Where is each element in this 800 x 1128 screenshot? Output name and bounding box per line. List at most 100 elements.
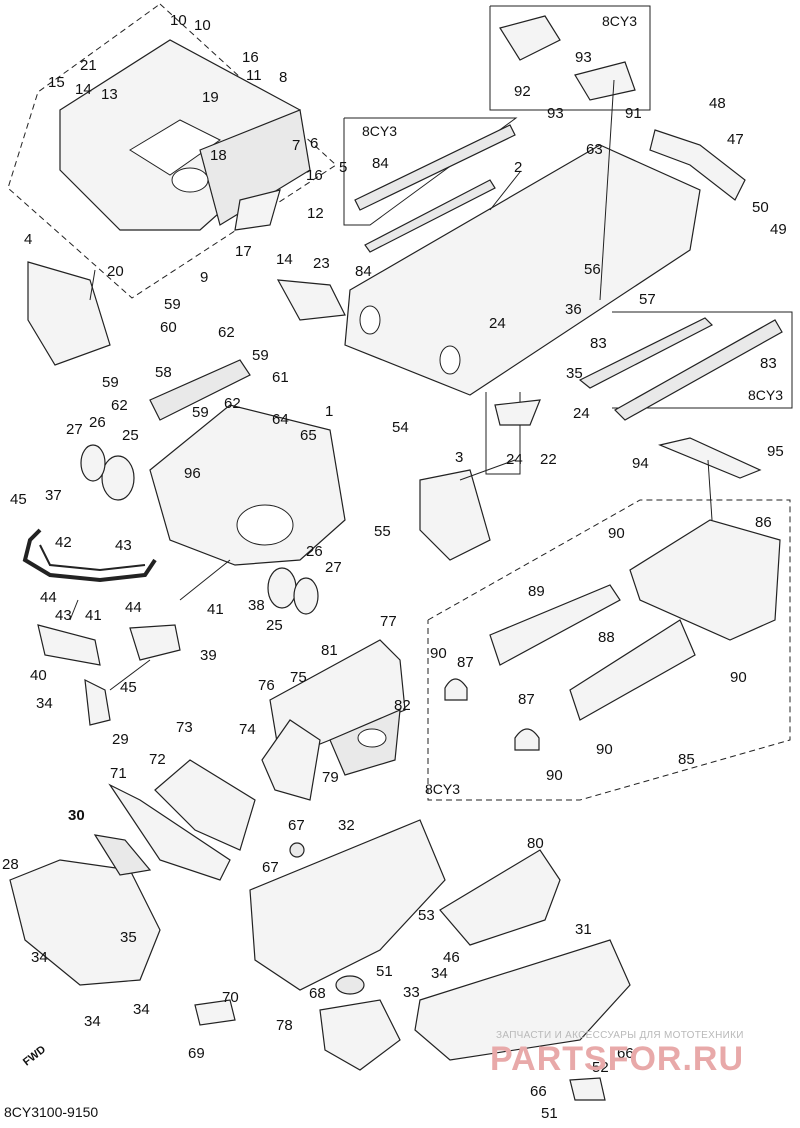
bracket-17 — [234, 189, 281, 231]
callout-62: 62 — [218, 324, 235, 341]
callout-24: 24 — [506, 451, 523, 468]
callout-36: 36 — [565, 301, 582, 318]
callout-94: 94 — [632, 455, 649, 472]
callout-37: 37 — [45, 487, 62, 504]
plate-86 — [629, 519, 781, 641]
bracket-89 — [489, 584, 621, 666]
callout-65: 65 — [300, 427, 317, 444]
callout-43: 43 — [55, 607, 72, 624]
box-variant-label: 8CY3 — [362, 123, 398, 139]
callout-14: 14 — [276, 251, 293, 268]
callout-41: 41 — [85, 607, 102, 624]
callout-52: 52 — [592, 1059, 609, 1076]
callout-57: 57 — [639, 291, 656, 308]
callout-78: 78 — [276, 1017, 293, 1034]
callout-11: 11 — [246, 67, 262, 84]
group-5-dashed-outline — [7, 3, 337, 299]
callout-90: 90 — [596, 741, 613, 758]
callout-26: 26 — [306, 543, 323, 560]
callout-13: 13 — [101, 86, 118, 103]
bracket-39 — [129, 624, 181, 661]
callout-66: 66 — [530, 1083, 547, 1100]
callout-81: 81 — [321, 642, 338, 659]
panel-71 — [108, 783, 231, 881]
boot-25-right — [267, 567, 297, 609]
callout-92: 92 — [514, 83, 531, 100]
main-frame — [149, 404, 346, 566]
callout-74: 74 — [239, 721, 256, 738]
callout-93: 93 — [547, 105, 564, 122]
bracket-58 — [149, 359, 251, 421]
callout-87: 87 — [518, 691, 535, 708]
leader-lines — [69, 79, 713, 691]
callout-31: 31 — [575, 921, 592, 938]
callout-8: 8 — [279, 69, 288, 86]
box-8cy3-top — [489, 5, 651, 111]
callout-35: 35 — [120, 929, 137, 946]
bumper-87-upper — [444, 678, 468, 701]
callout-10: 10 — [194, 17, 211, 34]
callout-90: 90 — [430, 645, 447, 662]
rail-84-upper — [354, 124, 516, 211]
callout-59: 59 — [192, 404, 209, 421]
box-8cy3-right — [612, 311, 793, 409]
frame-opening — [129, 119, 221, 176]
callout-34: 34 — [84, 1013, 101, 1030]
callout-19: 19 — [202, 89, 219, 106]
callout-29: 29 — [112, 731, 129, 748]
bumper-37 — [22, 528, 157, 583]
bumper-87-lower — [514, 728, 540, 751]
callout-45: 45 — [10, 491, 27, 508]
bracket-40 — [37, 624, 101, 666]
callout-95: 95 — [767, 443, 784, 460]
callout-75: 75 — [290, 669, 307, 686]
side-panel-31 — [414, 939, 631, 1061]
callout-68: 68 — [309, 985, 326, 1002]
callout-4: 4 — [24, 231, 33, 248]
callout-32: 32 — [338, 817, 355, 834]
rail-84-lower — [364, 179, 496, 253]
callout-76: 76 — [258, 677, 275, 694]
bracket-52 — [569, 1077, 606, 1101]
callout-51: 51 — [541, 1105, 558, 1122]
ring-26-right — [293, 577, 319, 615]
belly-pan-32 — [249, 819, 446, 991]
bracket-4 — [27, 261, 111, 366]
callout-88: 88 — [598, 629, 615, 646]
callout-56: 56 — [584, 261, 601, 278]
callout-33: 33 — [403, 984, 420, 1001]
callout-90: 90 — [730, 669, 747, 686]
panel-74 — [261, 719, 321, 801]
box-variant-label: 8CY3 — [602, 13, 638, 29]
callout-84: 84 — [372, 155, 389, 172]
rail-83-lower — [614, 319, 783, 421]
tunnel-plate — [344, 144, 701, 396]
callout-50: 50 — [752, 199, 769, 216]
boot-25-left — [101, 455, 135, 501]
callout-61: 61 — [272, 369, 289, 386]
callout-34: 34 — [431, 965, 448, 982]
callout-18: 18 — [210, 147, 227, 164]
callout-41: 41 — [207, 601, 224, 618]
nose-28 — [9, 859, 161, 986]
callout-17: 17 — [235, 243, 252, 260]
bracket-69 — [194, 999, 236, 1026]
callout-96: 96 — [184, 465, 201, 482]
tunnel-hole-a — [359, 305, 381, 335]
callout-82: 82 — [394, 697, 411, 714]
callout-16: 16 — [242, 49, 259, 66]
callout-38: 38 — [248, 597, 265, 614]
callout-90: 90 — [546, 767, 563, 784]
panel-78 — [319, 999, 401, 1071]
callout-58: 58 — [155, 364, 172, 381]
callout-89: 89 — [528, 583, 545, 600]
callout-93: 93 — [575, 49, 592, 66]
callout-15: 15 — [48, 74, 65, 91]
bar-94 — [658, 437, 762, 479]
intake-30 — [93, 834, 152, 876]
callout-80: 80 — [527, 835, 544, 852]
callout-12: 12 — [307, 205, 324, 222]
callout-34: 34 — [133, 1001, 150, 1018]
ring-26-left — [80, 444, 106, 482]
